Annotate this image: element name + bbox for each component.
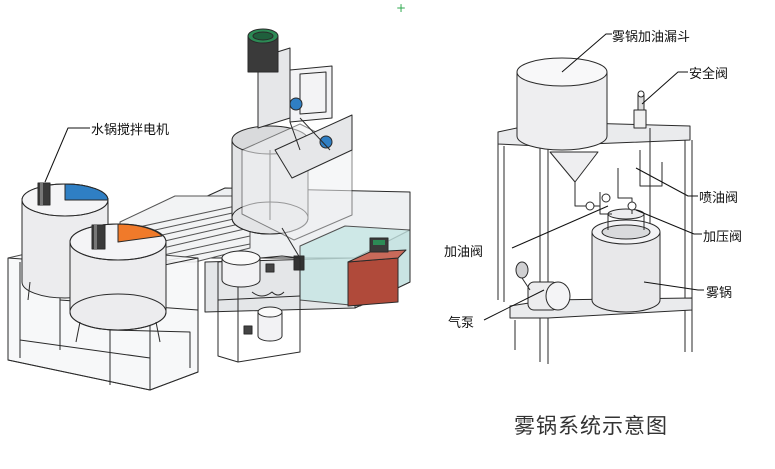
- label-spray-valve: 喷油阀: [699, 191, 739, 206]
- right-leaders: [483, 33, 704, 321]
- side-stand: [217, 250, 301, 363]
- tank-blue-lid: [21, 182, 109, 301]
- funnel-tank: [516, 57, 608, 196]
- air-pump: [515, 261, 571, 311]
- diagram-caption: 雾锅系统示意图: [514, 414, 668, 438]
- label-stir-motor: 水锅搅拌电机: [91, 123, 170, 138]
- label-fill-valve: 加油阀: [444, 245, 484, 260]
- tank-orange-lid: [69, 223, 167, 343]
- leader-fill-valve: [511, 205, 609, 249]
- label-funnel: 雾锅加油漏斗: [612, 30, 691, 45]
- red-control-box: [347, 237, 407, 307]
- right-machine-assembly: [497, 57, 693, 364]
- safety-valve-part: [633, 90, 647, 129]
- leader-safety-valve: [641, 71, 688, 105]
- leader-press-valve: [635, 209, 702, 235]
- cursor-crosshair-icon: +: [396, 1, 407, 15]
- leader-fog-pot: [643, 281, 704, 291]
- leader-funnel: [561, 33, 612, 73]
- label-safety-valve: 安全阀: [689, 67, 729, 82]
- fog-pot: [591, 208, 661, 313]
- label-fog-pot: 雾锅: [706, 286, 733, 301]
- left-machine-assembly: [7, 28, 411, 391]
- label-air-pump: 气泵: [448, 316, 475, 331]
- center-fog-tank: [231, 114, 353, 271]
- label-press-valve: 加压阀: [703, 230, 743, 245]
- leader-stir-motor: [44, 127, 90, 183]
- leader-spray-valve: [635, 167, 698, 197]
- leader-air-pump: [483, 289, 545, 321]
- top-column-motor: [247, 28, 333, 151]
- piping: [574, 150, 663, 215]
